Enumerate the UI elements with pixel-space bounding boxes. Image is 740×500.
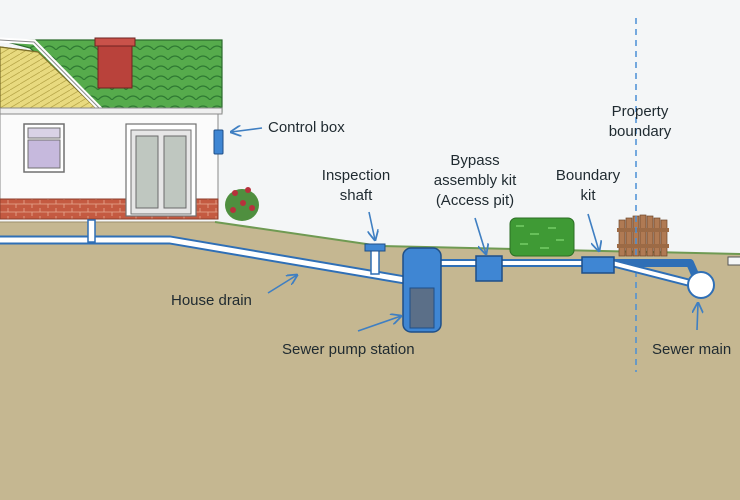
label-bypass-assembly-kit: Bypass assembly kit (Access pit) (420, 151, 530, 211)
arrow-pump-station (357, 316, 401, 332)
label-sewer-pump-station: Sewer pump station (282, 341, 415, 358)
label-inspection-shaft-line2: shaft (339, 187, 373, 204)
label-boundary-kit: Boundary kit (540, 166, 636, 206)
control-box-device (213, 129, 224, 155)
label-property-line2: boundary (608, 123, 672, 140)
sewer-pump-station (402, 247, 442, 333)
label-bypass-line2: assembly kit (433, 172, 517, 189)
house-drain-pipe (0, 219, 406, 285)
label-inspection-shaft: Inspection shaft (306, 166, 406, 206)
inspection-shaft (364, 243, 386, 275)
fence (617, 214, 669, 257)
sewer-main (687, 256, 740, 299)
arrow-bypass-kit (474, 217, 486, 254)
label-property-line1: Property (611, 103, 669, 120)
rose-bush (225, 187, 259, 221)
label-property-boundary: Property boundary (596, 102, 684, 142)
chimney (94, 37, 136, 89)
ground (0, 222, 740, 500)
label-boundary-kit-line2: kit (580, 187, 596, 204)
arrow-control-box (231, 128, 263, 132)
hedge (509, 217, 575, 257)
label-bypass-line3: (Access pit) (435, 192, 515, 209)
house (0, 37, 223, 220)
label-house-drain: House drain (171, 292, 252, 309)
label-boundary-kit-line1: Boundary (555, 167, 621, 184)
boundary-kit (581, 256, 615, 274)
arrow-boundary-kit (587, 213, 599, 251)
arrow-sewer-main (697, 303, 698, 331)
arrow-house-drain (267, 275, 297, 294)
bypass-assembly-kit (475, 255, 503, 282)
arrow-inspection-shaft (369, 211, 375, 240)
label-bypass-line1: Bypass (450, 152, 500, 169)
label-sewer-main: Sewer main (652, 341, 732, 358)
house-door (125, 123, 197, 217)
label-inspection-shaft-line1: Inspection (321, 167, 391, 184)
house-window (23, 123, 65, 173)
label-control-box: Control box (268, 119, 345, 136)
callout-arrows (231, 128, 698, 332)
